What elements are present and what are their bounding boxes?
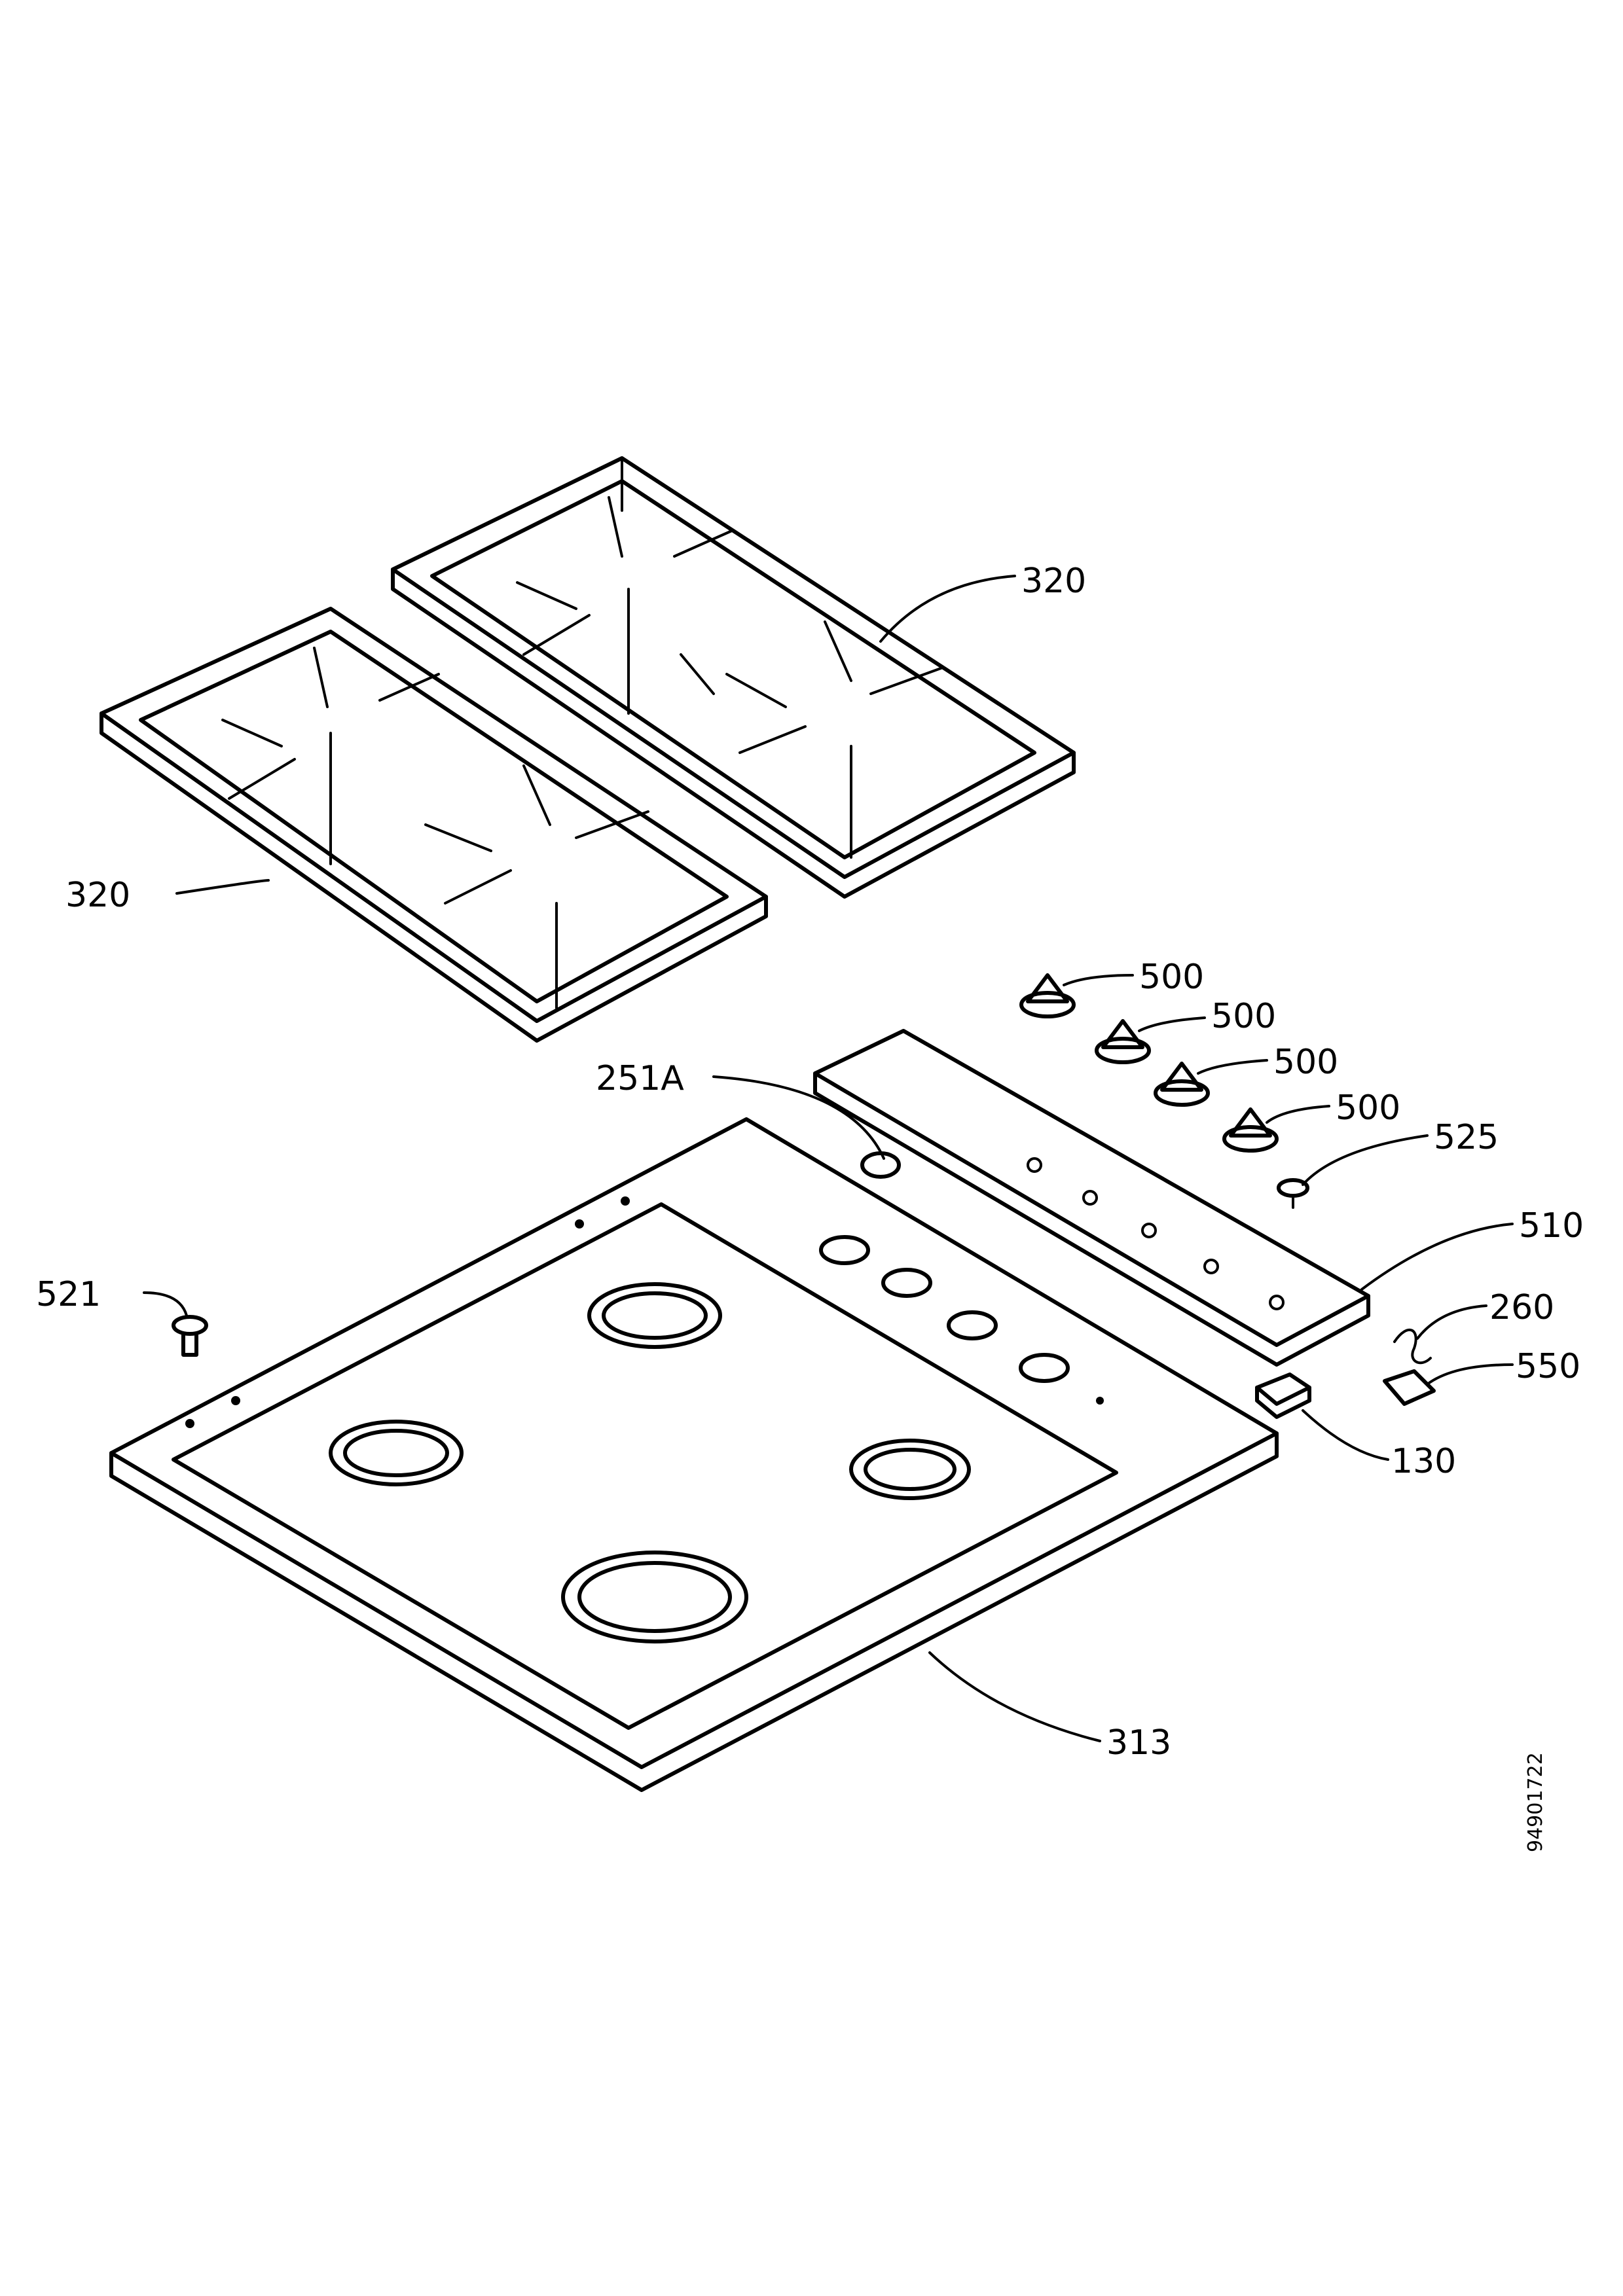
part-521-screw	[172, 1315, 208, 1357]
label-510: 510	[1519, 1206, 1584, 1246]
label-313: 313	[1106, 1723, 1171, 1763]
leader-lines	[143, 575, 1514, 1742]
part-130-block	[1255, 1372, 1311, 1419]
hob-top-plate	[109, 1117, 1279, 1792]
knob-1	[1019, 973, 1076, 1018]
part-260-wire	[1393, 1328, 1432, 1365]
knob-2	[1095, 1019, 1151, 1064]
pan-support-back	[391, 456, 1076, 899]
label-260: 260	[1489, 1288, 1554, 1327]
label-500-3: 500	[1273, 1043, 1338, 1082]
label-521: 521	[36, 1275, 101, 1314]
part-550-switch	[1383, 1369, 1436, 1406]
label-130: 130	[1391, 1442, 1456, 1481]
label-500-4: 500	[1336, 1088, 1400, 1128]
label-320-front: 320	[65, 876, 130, 915]
knob-4	[1222, 1107, 1279, 1153]
part-525-clip	[1277, 1178, 1309, 1209]
label-525: 525	[1434, 1118, 1499, 1157]
drawing-reference-number: 94901722	[1524, 1752, 1547, 1852]
label-500-2: 500	[1211, 997, 1276, 1036]
pan-support-front	[100, 607, 768, 1043]
label-500-1: 500	[1139, 958, 1204, 997]
knob-3	[1154, 1062, 1210, 1107]
control-panel-strip	[813, 1029, 1370, 1367]
label-550: 550	[1516, 1347, 1580, 1386]
label-251a: 251A	[596, 1059, 684, 1098]
label-320-back: 320	[1021, 562, 1086, 601]
